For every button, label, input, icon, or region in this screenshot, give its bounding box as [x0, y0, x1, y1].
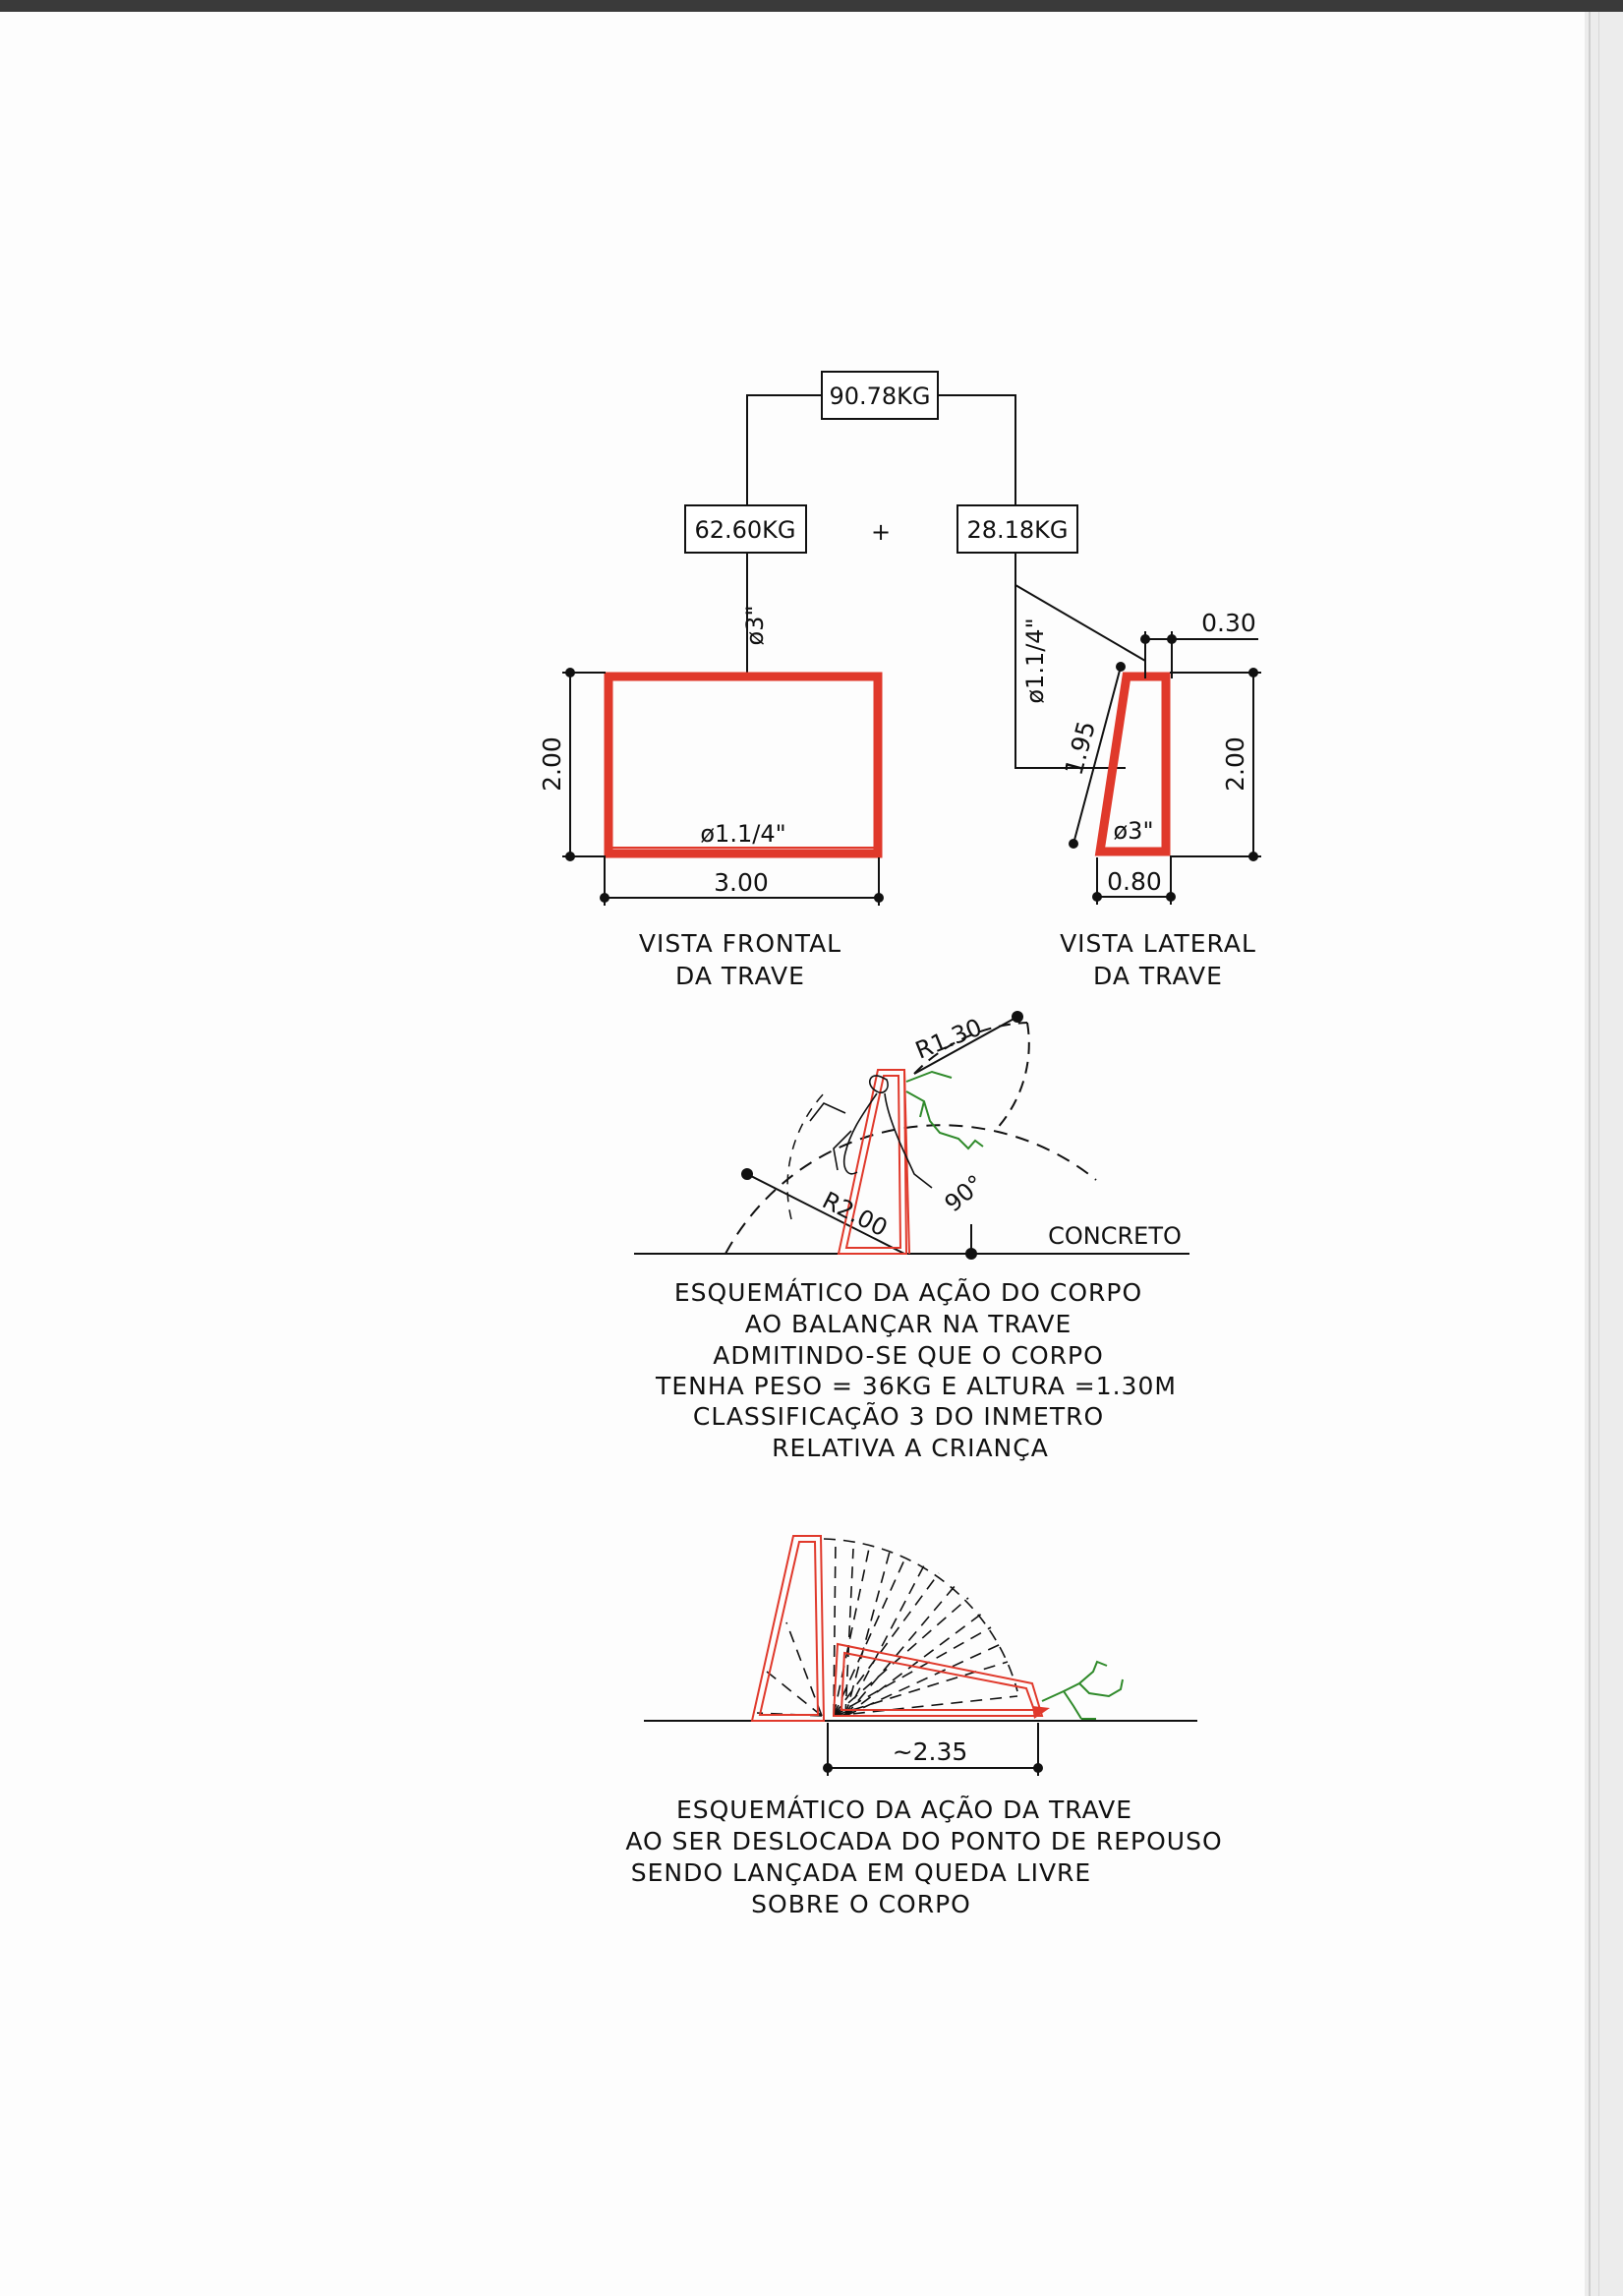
weight-left-box — [684, 504, 807, 554]
lateral-top-tick-right — [1167, 634, 1177, 644]
frontal-width-tick-right — [874, 893, 884, 903]
scan-right-edge — [1585, 12, 1623, 2296]
lateral-caption-line1: VISTA LATERAL — [1060, 929, 1256, 958]
frontal-height-tick-top — [565, 668, 575, 677]
swing-angle-label: 90° — [940, 1169, 990, 1217]
swing-radius-large-point — [741, 1168, 753, 1180]
swing-caption-line6: RELATIVA A CRIANÇA — [772, 1434, 1049, 1462]
swing-schematic — [634, 1011, 1189, 1260]
lateral-caption-line2: DA TRAVE — [1093, 962, 1223, 990]
swing-arc-small-right — [994, 1022, 1030, 1132]
swing-caption-line1: ESQUEMÁTICO DA AÇÃO DO CORPO — [674, 1277, 1142, 1307]
swing-ground-label: CONCRETO — [1048, 1222, 1182, 1250]
swing-radius-large-label: R2.00 — [818, 1186, 892, 1242]
swing-arc-large — [725, 1124, 1097, 1255]
fall-caption-line2: AO SER DESLOCADA DO PONTO DE REPOUSO — [625, 1827, 1222, 1855]
weight-right-label: 28.18KG — [966, 516, 1068, 544]
fall-impact-mark — [1032, 1706, 1050, 1719]
swing-arc-small — [913, 1022, 1028, 1075]
frontal-height-label: 2.00 — [538, 736, 566, 792]
lateral-dimensions — [1072, 631, 1261, 905]
lateral-frame-pipe-label: ø3" — [1114, 817, 1154, 845]
lateral-slant-tick-bottom — [1069, 839, 1078, 849]
fall-motion-fan — [756, 1538, 1018, 1717]
swing-radius-small-label: R1.30 — [911, 1013, 986, 1064]
lateral-slant-label: 1.95 — [1060, 718, 1101, 778]
lateral-height-tick-bottom — [1248, 852, 1258, 861]
frontal-width-label: 3.00 — [714, 868, 769, 897]
fall-goal-upright — [750, 1535, 826, 1722]
swing-child-silhouette — [809, 1075, 933, 1189]
lateral-height-tick-top — [1248, 668, 1258, 677]
swing-radius-large-leader — [746, 1173, 905, 1255]
fall-child-figure-green — [1041, 1660, 1124, 1720]
weight-right-box — [956, 504, 1078, 554]
lateral-top-offset-label: 0.30 — [1201, 609, 1256, 637]
weight-plus-sign: + — [871, 518, 891, 546]
frontal-height-dimension — [562, 672, 606, 857]
lateral-goal-frame — [1094, 672, 1171, 856]
weight-left-label: 62.60KG — [694, 516, 795, 544]
swing-caption-line4: TENHA PESO = 36KG E ALTURA =1.30M — [655, 1372, 1177, 1400]
lateral-base-tick-right — [1166, 892, 1176, 902]
frontal-caption-line2: DA TRAVE — [675, 962, 805, 990]
frontal-view — [562, 668, 884, 906]
swing-caption-line5: CLASSIFICAÇÃO 3 DO INMETRO — [693, 1401, 1104, 1431]
fall-caption-line1: ESQUEMÁTICO DA AÇÃO DA TRAVE — [676, 1795, 1132, 1824]
frontal-frame-pipe-label: ø1.1/4" — [700, 820, 785, 848]
swing-caption-line2: AO BALANÇAR NA TRAVE — [745, 1310, 1072, 1338]
fall-schematic — [644, 1535, 1197, 1776]
lateral-top-tick-left — [1140, 634, 1150, 644]
swing-radius-small-leader — [913, 1016, 1018, 1075]
lateral-base-label: 0.80 — [1107, 867, 1162, 896]
fall-goal-fallen — [832, 1642, 1044, 1717]
frontal-goal-frame — [604, 672, 883, 858]
lateral-slant-tick-top — [1116, 662, 1126, 672]
swing-caption-line3: ADMITINDO-SE QUE O CORPO — [713, 1341, 1104, 1370]
fall-distance-label: ~2.35 — [893, 1737, 968, 1766]
fall-caption-line4: SOBRE O CORPO — [751, 1890, 971, 1918]
swing-child-figure-green — [905, 1070, 984, 1150]
swing-arc-inner — [786, 1090, 827, 1220]
lateral-height-label: 2.00 — [1221, 736, 1249, 792]
lateral-diag-pipe-label: ø1.1/4" — [1021, 618, 1049, 703]
weight-total-label: 90.78KG — [829, 383, 930, 410]
swing-radius-small-point — [1012, 1011, 1023, 1023]
frontal-top-pipe-label: ø3" — [741, 606, 769, 646]
frontal-caption-line1: VISTA FRONTAL — [639, 929, 841, 958]
weight-tree — [684, 371, 1146, 769]
swing-pivot-point — [965, 1248, 977, 1260]
fall-distance-tick-right — [1033, 1763, 1043, 1773]
frontal-width-tick-left — [600, 893, 609, 903]
fall-caption-line3: SENDO LANÇADA EM QUEDA LIVRE — [631, 1858, 1091, 1887]
lateral-base-tick-left — [1092, 892, 1102, 902]
lateral-view — [1069, 631, 1261, 905]
scan-top-edge — [0, 0, 1623, 12]
fall-distance-tick-left — [823, 1763, 833, 1773]
frontal-height-tick-bottom — [565, 852, 575, 861]
swing-goal-frame — [837, 1069, 910, 1255]
